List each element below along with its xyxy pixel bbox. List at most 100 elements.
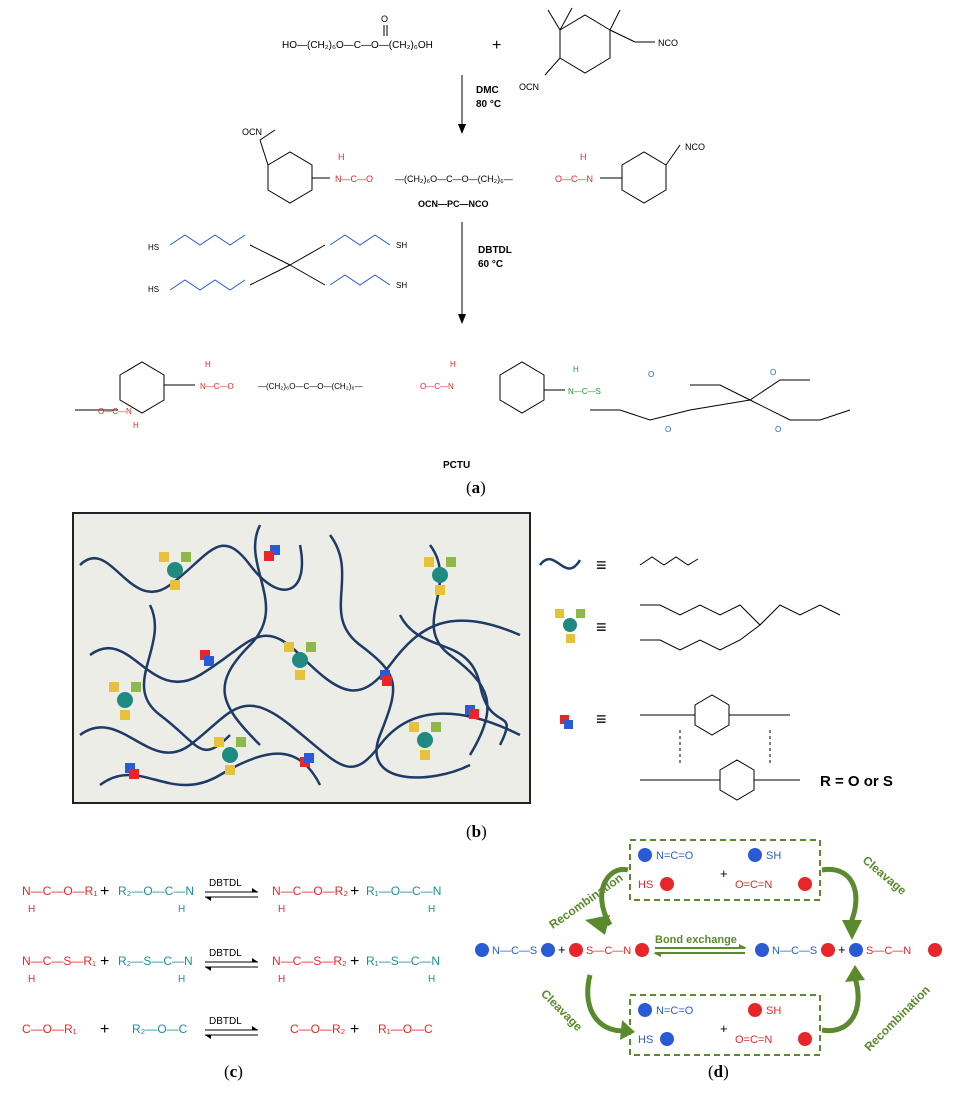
panel-label-b-wrap: (b) [466, 822, 487, 841]
svg-text:+: + [720, 1021, 728, 1036]
equiv-sign-3: ≡ [596, 709, 607, 729]
svg-text:O: O [770, 368, 776, 377]
bottom-ocn-label: O=C=N [735, 1034, 772, 1046]
svg-text:+: + [350, 883, 359, 900]
svg-text:H: H [178, 974, 185, 985]
cleavage-top: Cleavage [860, 853, 910, 898]
svg-text:H: H [428, 974, 435, 985]
svg-text:+: + [350, 953, 359, 970]
plus-sign: + [492, 37, 501, 54]
condition-dbtdl: DBTDL [478, 245, 512, 256]
svg-text:—(CH₂)₆O—C—O—(CH₂)₆—: —(CH₂)₆O—C—O—(CH₂)₆— [395, 174, 513, 184]
svg-text:H: H [28, 904, 35, 915]
panel-label-a: a [471, 478, 481, 497]
svg-text:H: H [133, 421, 139, 430]
cleavage-bottom: Cleavage [538, 987, 585, 1034]
bottom-nco-label: N=C=O [656, 1005, 694, 1017]
catalyst-label-2: DBTDL [209, 948, 242, 959]
legend-chain-icon [539, 557, 582, 570]
equiv-sign-1: ≡ [596, 555, 607, 575]
condition-temp-1: 80 °C [476, 99, 501, 110]
svg-text:O: O [648, 370, 654, 379]
svg-text:H: H [205, 360, 211, 369]
legend-crosslinker-icon [555, 609, 585, 643]
svg-text:N—C—O: N—C—O [200, 382, 234, 391]
svg-text:R₁—O—C: R₁—O—C [378, 1022, 433, 1036]
middle-row: N—C—S + S—C—N Bond exchange N—C—S + S—C—… [475, 934, 942, 957]
svg-text:H: H [28, 974, 35, 985]
panel-b-network: ≡ ≡ ≡ R = O or S [72, 512, 893, 804]
exchange-row-2: N—C—S—R₁ H + R₂—S—C—N H DBTDL N—C—S—R₂ H… [22, 948, 440, 985]
bottom-hs-label: HS [638, 1034, 653, 1046]
legend-crosslinker-structure [640, 604, 841, 651]
svg-text:—(CH₂)₆O—C—O—(CH₂)₆—: —(CH₂)₆O—C—O—(CH₂)₆— [258, 382, 363, 391]
r-definition: R = O or S [820, 773, 893, 790]
svg-text:R₁—O—C—N: R₁—O—C—N [366, 884, 441, 898]
svg-text:R₁—S—C—N: R₁—S—C—N [366, 954, 440, 968]
svg-text:+: + [720, 866, 728, 881]
svg-text:C—O—R₂: C—O—R₂ [290, 1022, 346, 1036]
svg-text:+: + [100, 1021, 109, 1038]
svg-text:N—C—O—R₂: N—C—O—R₂ [272, 884, 348, 898]
recombination-bottom: Recombination [862, 983, 933, 1054]
ocn-left-label: OCN [242, 127, 262, 137]
svg-text:H: H [573, 365, 579, 374]
prepolymer-formula: OCN—PC—NCO [418, 199, 489, 209]
condition-dmc: DMC [476, 85, 499, 96]
svg-text:O: O [665, 425, 671, 434]
svg-text:H: H [580, 152, 587, 162]
sh-label-1: SH [396, 241, 407, 250]
product-name-pctu: PCTU [443, 460, 470, 471]
nco-label: NCO [658, 38, 678, 48]
svg-text:N—C—O: N—C—O [335, 174, 373, 184]
hs-label-1: HS [148, 243, 159, 252]
svg-text:+: + [100, 953, 109, 970]
panel-label-d-wrap: (d) [708, 1062, 729, 1081]
catalyst-label-1: DBTDL [209, 878, 242, 889]
svg-text:+: + [100, 883, 109, 900]
svg-text:N—C—S—R₂: N—C—S—R₂ [272, 954, 347, 968]
svg-text:R₂—S—C—N: R₂—S—C—N [118, 954, 193, 968]
prepolymer [259, 129, 681, 204]
svg-text:R₂—O—C—N: R₂—O—C—N [118, 884, 194, 898]
top-nco-label: N=C=O [656, 850, 694, 862]
ocn-label: OCN [519, 82, 539, 92]
panel-label-a-wrap: (a) [466, 478, 486, 497]
svg-text:O: O [775, 425, 781, 434]
svg-text:O: O [381, 14, 388, 24]
svg-text:H: H [450, 360, 456, 369]
panel-label-b: b [471, 822, 482, 841]
legend-hbond-icon [560, 715, 573, 729]
catalyst-label-3: DBTDL [209, 1016, 242, 1027]
hbond-nodes [125, 545, 479, 779]
ipdi-molecule [544, 7, 655, 76]
top-intermediate-box [629, 839, 821, 901]
svg-text:H: H [278, 974, 285, 985]
top-hs-label: HS [638, 879, 653, 891]
svg-text:N—C—O—R₁: N—C—O—R₁ [22, 884, 97, 898]
pctu-structure [75, 361, 851, 421]
svg-text:R₂—O—C: R₂—O—C [132, 1022, 188, 1036]
condition-temp-2: 60 °C [478, 259, 503, 270]
panel-a-scheme: HO—(CH₂)₆O—C—O—(CH₂)₆OH O + NCO OCN DMC … [75, 7, 851, 471]
panel-label-c-wrap: (c) [224, 1062, 243, 1081]
nco-right-label: NCO [685, 142, 705, 152]
svg-text:O—C—N: O—C—N [98, 407, 132, 416]
svg-text:+: + [558, 942, 566, 957]
crosslinker-nodes [109, 552, 456, 775]
svg-text:N—C—S: N—C—S [568, 387, 601, 396]
svg-text:H: H [278, 904, 285, 915]
top-ocn-label: O=C=N [735, 879, 772, 891]
bottom-sh-label: SH [766, 1005, 781, 1017]
svg-text:O—C—N: O—C—N [555, 174, 593, 184]
top-sh-label: SH [766, 850, 781, 862]
svg-text:C—O—R₁: C—O—R₁ [22, 1022, 77, 1036]
hs-label-2: HS [148, 285, 159, 294]
svg-text:+: + [838, 942, 846, 957]
svg-text:S—C—N: S—C—N [866, 945, 911, 957]
legend-chain-structure [639, 556, 699, 566]
bond-exchange-label: Bond exchange [655, 934, 737, 946]
svg-text:N—C—S: N—C—S [492, 945, 537, 957]
svg-text:+: + [350, 1021, 359, 1038]
sh-label-2: SH [396, 281, 407, 290]
